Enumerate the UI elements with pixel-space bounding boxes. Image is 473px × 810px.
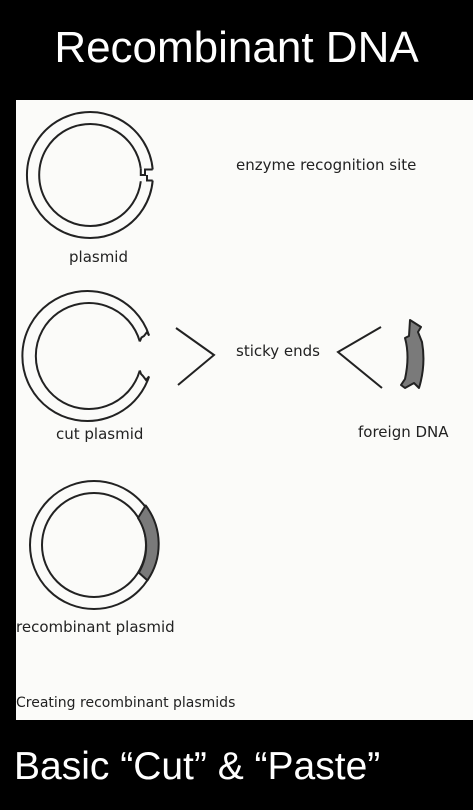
plasmid-ring: [27, 112, 153, 238]
foreign-dna-fragment: [401, 320, 423, 388]
recombinant-plasmid-ring: [30, 481, 158, 609]
plasmid-label: plasmid: [69, 248, 128, 266]
slide-subtitle: Basic “Cut” & “Paste”: [0, 724, 473, 810]
recombinant-plasmid-label: recombinant plasmid: [16, 618, 175, 636]
cut-plasmid-label: cut plasmid: [56, 425, 143, 443]
inserted-dna-segment: [138, 506, 159, 581]
cut-plasmid-ring: [22, 291, 149, 421]
enzyme-recognition-site-label: enzyme recognition site: [236, 156, 416, 174]
figure-panel: enzyme recognition site plasmid sticky e…: [16, 100, 473, 720]
foreign-dna-label: foreign DNA: [358, 423, 449, 441]
slide-title: Recombinant DNA: [0, 8, 473, 88]
figure-caption: Creating recombinant plasmids: [16, 695, 235, 711]
sticky-ends-label: sticky ends: [236, 342, 320, 360]
